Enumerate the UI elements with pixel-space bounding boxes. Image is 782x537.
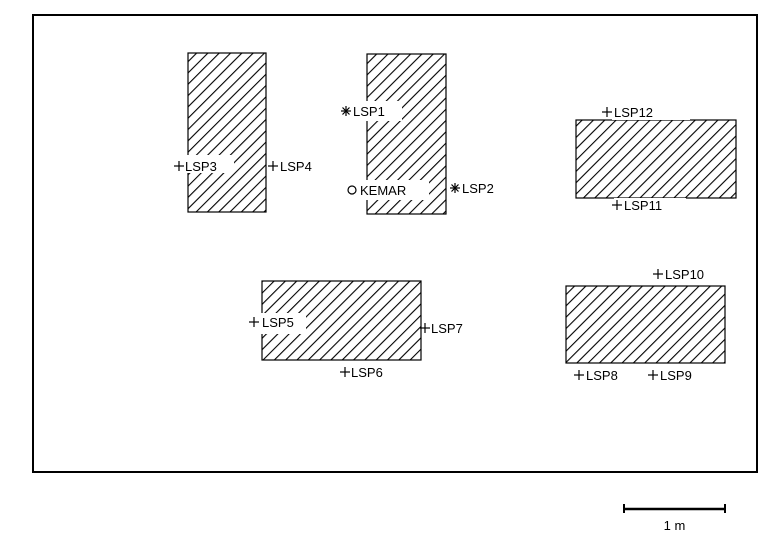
- plus-marker-lsp3: [174, 161, 184, 171]
- label-bg-lsp11: [614, 198, 686, 212]
- plus-marker-lsp7: [420, 323, 430, 333]
- obstacle-block-5: [565, 285, 726, 364]
- label-lsp2: LSP2: [462, 181, 494, 196]
- circle-marker-kemar: [347, 185, 357, 195]
- label-lsp3: LSP3: [185, 159, 217, 174]
- label-kemar: KEMAR: [360, 183, 406, 198]
- plus-marker-lsp9: [648, 370, 658, 380]
- scale-bar: 1 m: [623, 504, 726, 533]
- label-bg-kemar: [345, 180, 429, 200]
- label-backgrounds: [182, 101, 690, 334]
- label-lsp8: LSP8: [586, 368, 618, 383]
- label-lsp10: LSP10: [665, 267, 704, 282]
- asterisk-marker-lsp2: [450, 183, 460, 193]
- label-lsp4: LSP4: [280, 159, 312, 174]
- position-labels: LSP1 LSP2 LSP3 LSP4 LSP5 LSP6 LSP7 LSP8 …: [185, 104, 704, 383]
- plus-marker-lsp6: [340, 367, 350, 377]
- plus-marker-lsp5: [249, 317, 259, 327]
- plus-marker-lsp10: [653, 269, 663, 279]
- obstacle-group: [187, 52, 737, 364]
- plus-marker-lsp4: [268, 161, 278, 171]
- label-lsp12: LSP12: [614, 105, 653, 120]
- plus-marker-lsp8: [574, 370, 584, 380]
- label-bg-lsp5: [258, 313, 306, 334]
- label-bg-lsp3: [182, 155, 234, 173]
- scale-bar-label: 1 m: [664, 518, 686, 533]
- obstacle-block-1: [187, 52, 267, 213]
- label-lsp6: LSP6: [351, 365, 383, 380]
- label-lsp1: LSP1: [353, 104, 385, 119]
- label-bg-lsp12: [612, 104, 690, 120]
- room-outline: [32, 14, 758, 473]
- label-bg-lsp1: [350, 101, 402, 121]
- label-lsp11: LSP11: [624, 198, 662, 213]
- label-lsp9: LSP9: [660, 368, 692, 383]
- obstacle-block-3: [575, 119, 737, 199]
- asterisk-marker-lsp1: [341, 106, 351, 116]
- markers: [174, 106, 663, 380]
- label-lsp5: LSP5: [262, 315, 294, 330]
- label-lsp7: LSP7: [431, 321, 463, 336]
- plus-marker-lsp12: [602, 107, 612, 117]
- plus-marker-lsp11: [612, 200, 622, 210]
